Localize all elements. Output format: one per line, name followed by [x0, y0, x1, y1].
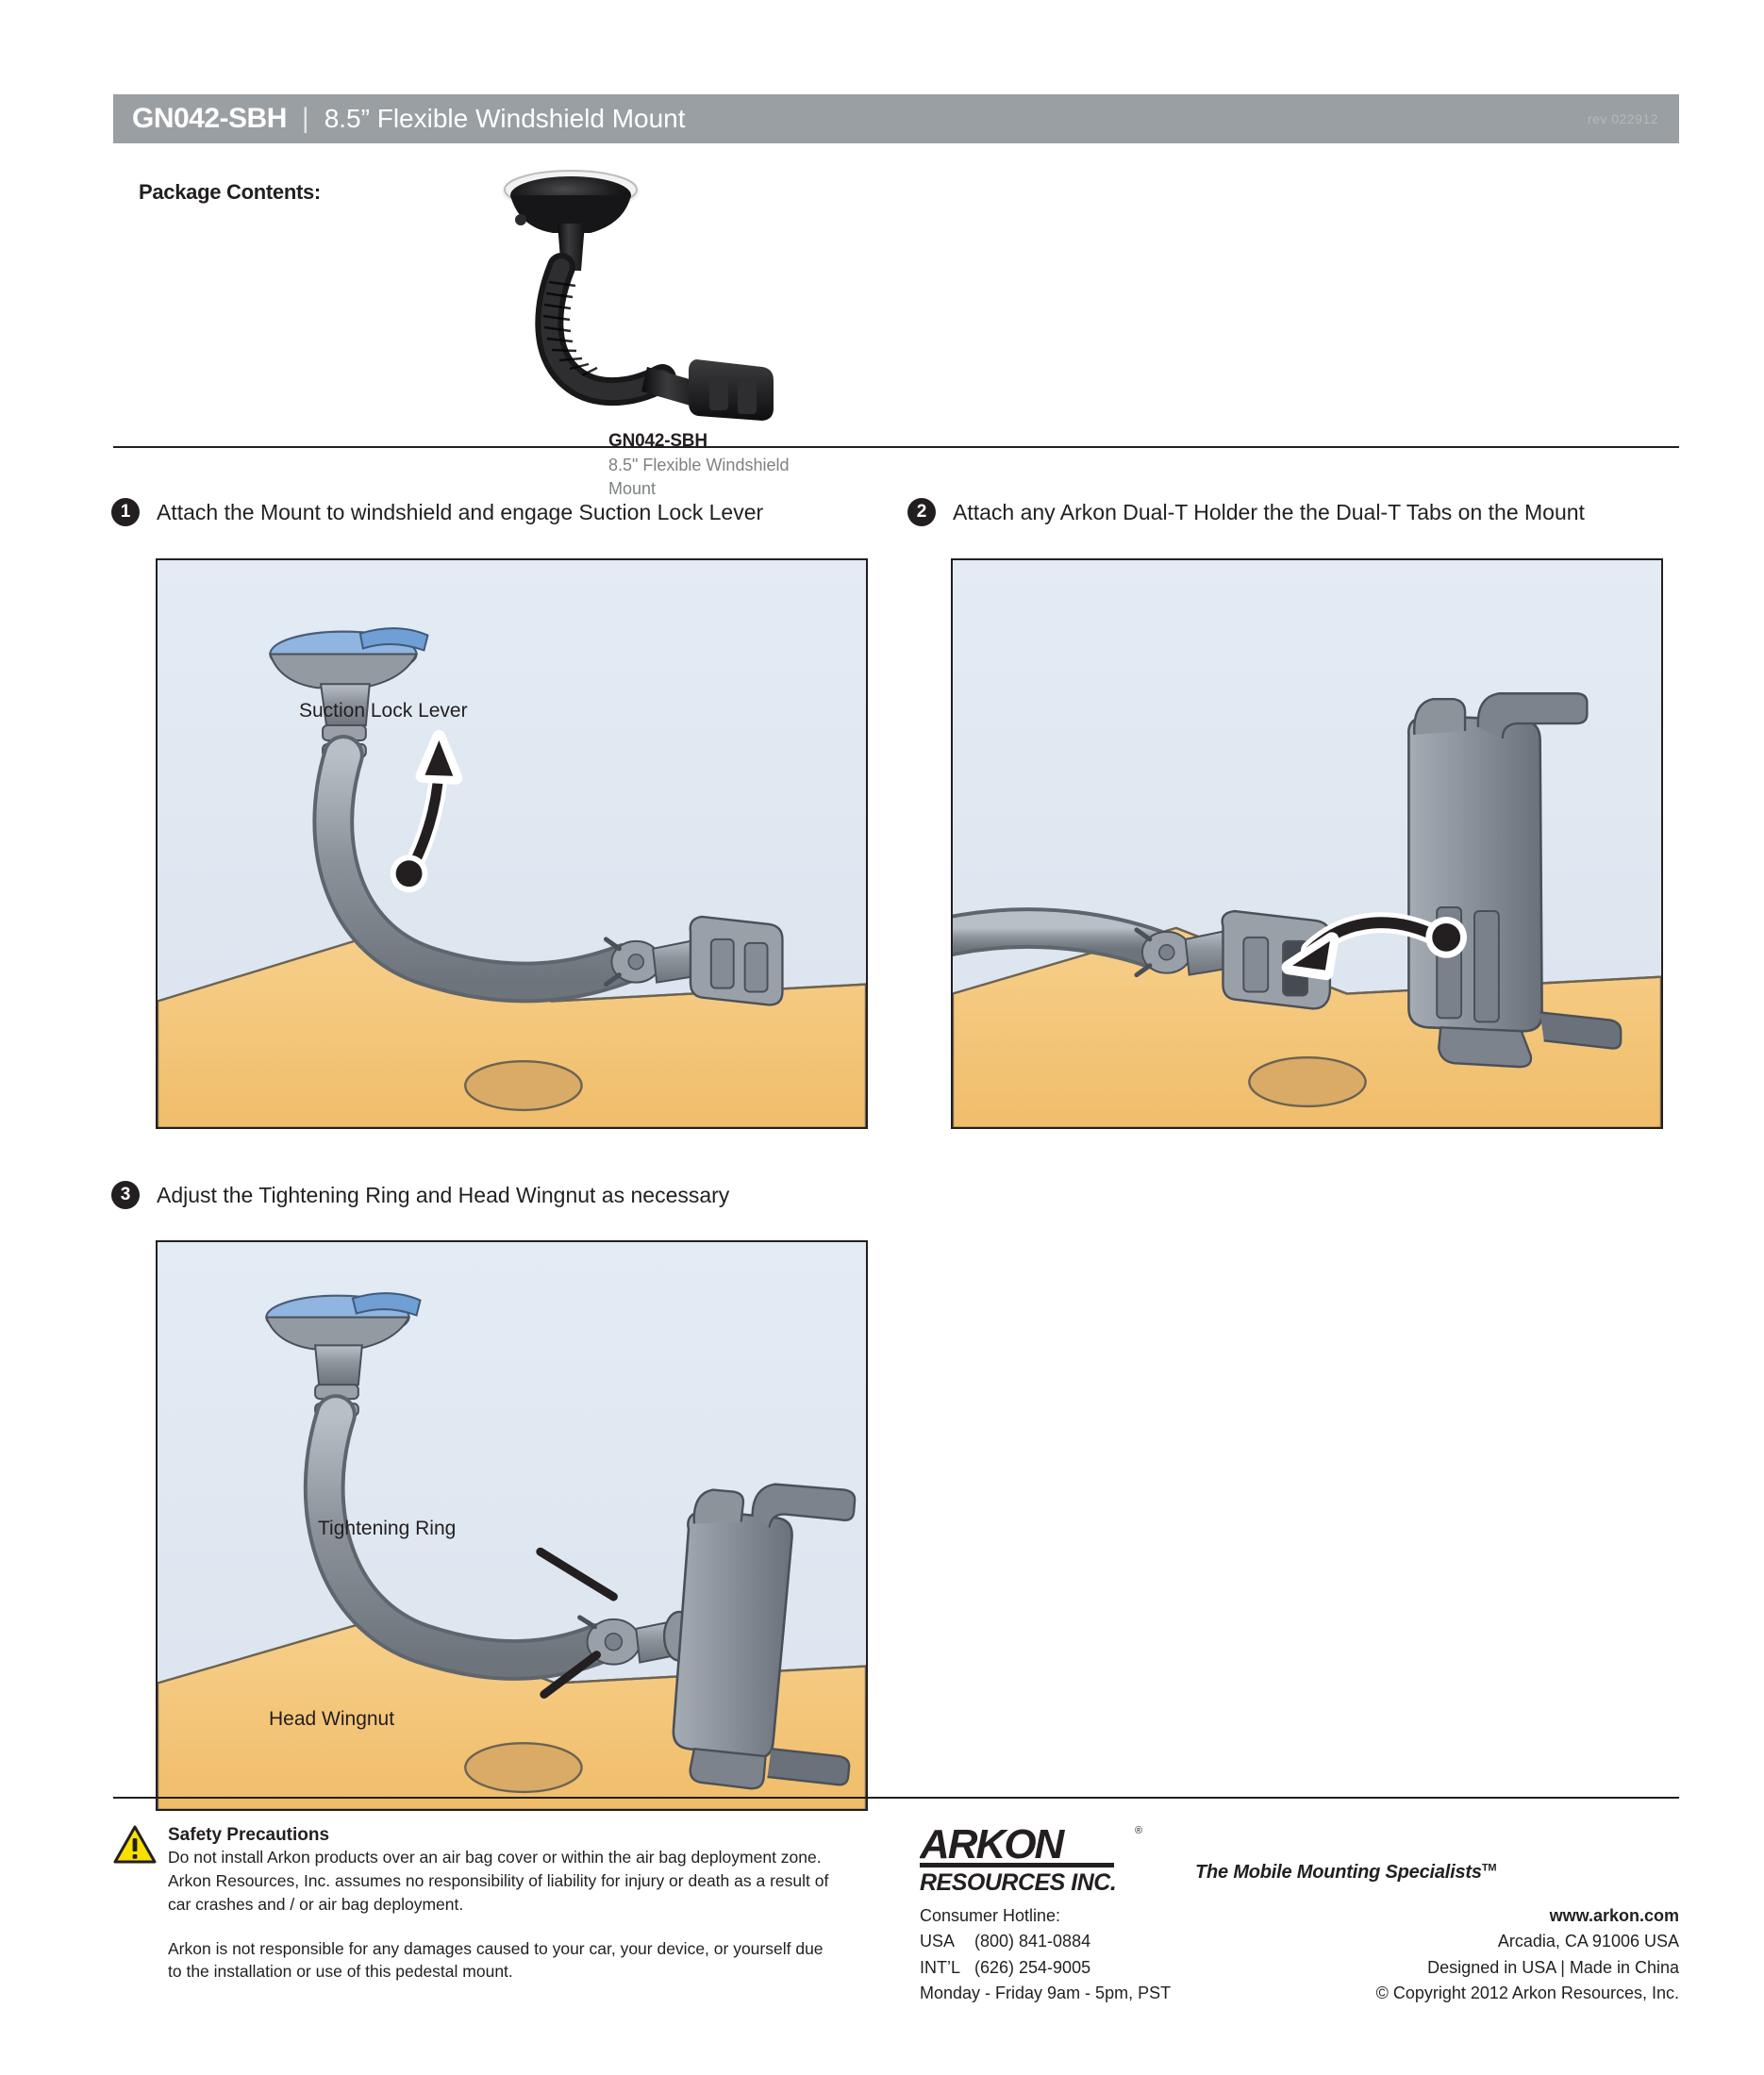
arkon-logo-mark: ARKON ® RESOURCES INC.	[919, 1821, 1142, 1896]
package-contents-section: Package Contents:	[113, 170, 1679, 498]
header-title-group: GN042-SBH | 8.5” Flexible Windshield Mou…	[113, 103, 686, 135]
origin-info: Designed in USA | Made in China	[1427, 1957, 1679, 1977]
callout-tightening-ring: Tightening Ring	[318, 1518, 457, 1539]
step-2-number: 2	[907, 498, 936, 526]
company-address: Arcadia, CA 91006 USA	[1497, 1932, 1679, 1951]
product-sku: GN042-SBH	[132, 103, 287, 134]
step-2-illustration	[953, 560, 1661, 1127]
brand-tagline-tm: TM	[1481, 1862, 1497, 1874]
copyright-notice: © Copyright 2012 Arkon Resources, Inc.	[1375, 1984, 1679, 2003]
callout-leader-lines	[536, 1547, 618, 1699]
step-3-illustration-panel: Tightening Ring Head Wingnut	[156, 1240, 868, 1811]
revision-label: rev 022912	[1587, 111, 1658, 126]
intl-phone[interactable]: (626) 254-9005	[974, 1957, 1091, 1977]
header-separator: |	[301, 103, 309, 134]
product-photo	[462, 165, 783, 429]
step-1-illustration	[158, 560, 866, 1127]
business-hours: Monday - Friday 9am - 5pm, PST	[920, 1984, 1172, 2003]
safety-text-block: Safety Precautions Do not install Arkon …	[168, 1825, 830, 1984]
product-photo-illustration	[502, 170, 774, 421]
usa-phone[interactable]: (800) 841-0884	[974, 1932, 1091, 1951]
attach-arrow-icon	[1281, 912, 1468, 981]
step-2-text: Attach any Arkon Dual-T Holder the the D…	[953, 499, 1585, 524]
safety-paragraph-1: Do not install Arkon products over an ai…	[168, 1848, 829, 1914]
usa-phone-row: USA (800) 841-0884	[920, 1929, 1171, 1954]
step-3-text: Adjust the Tightening Ring and Head Wing…	[157, 1182, 730, 1207]
arkon-logo: ARKON ® RESOURCES INC.	[919, 1820, 1174, 1896]
callout-suction-lock-lever: Suction Lock Lever	[299, 700, 468, 722]
arkon-logo-top-text: ARKON	[920, 1821, 1066, 1868]
step-1-number: 1	[111, 498, 140, 526]
usa-label: USA	[920, 1932, 956, 1951]
safety-paragraph-2: Arkon is not responsible for any damages…	[168, 1938, 824, 1982]
safety-spacer	[168, 1917, 830, 1937]
step-3-heading: 3 Adjust the Tightening Ring and Head Wi…	[111, 1181, 729, 1209]
rotation-arrow-icon	[390, 730, 463, 893]
step-1-text: Attach the Mount to windshield and engag…	[157, 499, 764, 524]
hotline-label: Consumer Hotline:	[920, 1906, 1061, 1925]
divider-top	[113, 446, 1679, 448]
safety-precautions-section: Safety Precautions Do not install Arkon …	[113, 1825, 830, 1984]
intl-phone-row: INT’L (626) 254-9005	[920, 1955, 1171, 1981]
intl-label: INT’L	[920, 1957, 961, 1977]
callout-head-wingnut: Head Wingnut	[269, 1708, 395, 1730]
brand-tagline: The Mobile Mounting SpecialistsTM	[1195, 1862, 1497, 1884]
package-contents-label: Package Contents:	[139, 180, 321, 204]
brand-tagline-text: The Mobile Mounting Specialists	[1195, 1862, 1482, 1883]
brand-logo-row: ARKON ® RESOURCES INC. The Mobile Mounti…	[919, 1820, 1679, 1896]
safety-title: Safety Precautions	[168, 1825, 330, 1845]
product-title: 8.5” Flexible Windshield Mount	[324, 104, 686, 133]
step-1-heading: 1 Attach the Mount to windshield and eng…	[111, 498, 763, 526]
product-header-bar: GN042-SBH | 8.5” Flexible Windshield Mou…	[113, 94, 1679, 143]
step-3-number: 3	[111, 1181, 140, 1209]
contact-right-column: www.arkon.com Arcadia, CA 91006 USA Desi…	[1376, 1903, 1679, 2006]
brand-block: ARKON ® RESOURCES INC. The Mobile Mounti…	[919, 1820, 1679, 1896]
package-item-caption: GN042-SBH 8.5" Flexible Windshield Mount	[608, 429, 807, 501]
package-item-description: 8.5" Flexible Windshield Mount	[608, 456, 790, 499]
divider-bottom	[113, 1797, 1679, 1799]
arkon-logo-bottom-text: RESOURCES INC.	[920, 1869, 1116, 1894]
step-1-illustration-panel: Suction Lock Lever	[156, 558, 868, 1129]
step-2-heading: 2 Attach any Arkon Dual-T Holder the the…	[907, 498, 1585, 526]
package-item-name: GN042-SBH	[608, 431, 707, 451]
warning-triangle-icon	[113, 1825, 157, 1865]
step-3-illustration	[158, 1242, 866, 1809]
arkon-logo-tm: ®	[1135, 1825, 1142, 1836]
contact-left-column: Consumer Hotline: USA (800) 841-0884 INT’…	[920, 1903, 1171, 2006]
website-link[interactable]: www.arkon.com	[1549, 1906, 1679, 1925]
step-2-illustration-panel	[951, 558, 1663, 1129]
